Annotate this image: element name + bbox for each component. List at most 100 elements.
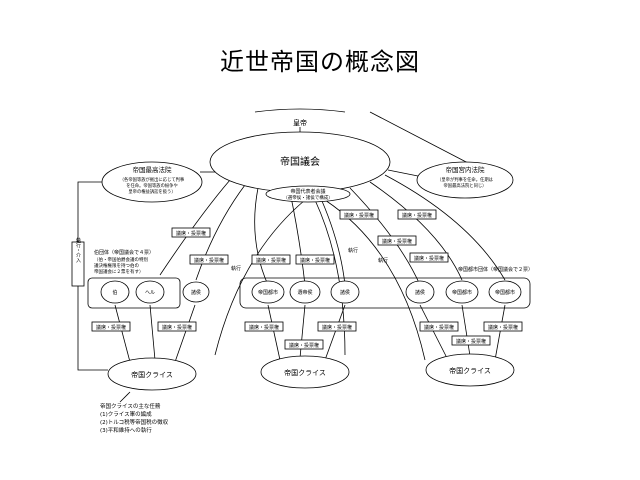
vote-label: 議席・投票権 <box>194 257 224 264</box>
aulic-council-note: （皇帝が判事を任命。任期は <box>437 176 494 183</box>
estate-to-circle-line <box>324 304 346 361</box>
reichstag-to-aulic-line <box>387 169 419 177</box>
estate-count-ellipse <box>100 280 130 304</box>
estate-label: 諸侯 <box>340 289 350 296</box>
reichstag-college-label: 帝国代表者会議 <box>290 188 325 195</box>
chamber-court-note: 皇帝の権益訴訟を扱う） <box>128 188 175 195</box>
vote-label: 議席・投票権 <box>382 238 412 245</box>
vote-label: 議席・投票権 <box>300 257 330 264</box>
count-group-note: （伯・帝国伯爵会議の特別 <box>94 256 148 263</box>
reichstag-college-note: （選帝侯・諸侯で構成） <box>283 194 333 201</box>
estate-to-circle-line <box>419 304 449 361</box>
vote-label: 議席・投票権 <box>176 230 206 237</box>
circle-right-label: 帝国クライス <box>449 366 491 375</box>
rt-to-city-right2-line <box>384 174 506 281</box>
chamber-court-note: を任命。帝国等族の紛争や <box>126 182 178 189</box>
estate-elector-ellipse <box>289 280 321 304</box>
circle-left-ellipse <box>107 357 197 391</box>
exec-label: 執行 <box>348 247 358 254</box>
city-group-note: 帝国都市団体（帝国議会で２票） <box>458 266 533 273</box>
estate-label: 諸侯 <box>191 289 201 296</box>
estate-lord-ellipse <box>135 280 165 304</box>
vote-label: 議席・投票権 <box>322 324 352 331</box>
diagram-title: 近世帝国の概念図 <box>220 48 420 76</box>
estate-label: 諸侯 <box>415 289 425 296</box>
edge-labels: 議席・投票権 議席・投票権 議席・投票権 議席・投票権 議席・投票権 議席・投票… <box>91 209 523 350</box>
rt-to-count-line <box>159 179 231 276</box>
tasks-heading: 帝国クライスの主な任務 <box>100 402 161 410</box>
estate-city-ellipse <box>251 280 285 304</box>
vote-label: 議席・投票権 <box>424 324 454 331</box>
vote-label-box <box>157 321 197 332</box>
rt-to-city-mid-line <box>254 187 269 286</box>
circle-left-label: 帝国クライス <box>131 370 173 379</box>
estate-city-ellipse <box>445 280 479 304</box>
emperor-arc <box>254 108 346 113</box>
vote-label: 議席・投票権 <box>402 212 432 219</box>
chamber-court-note: （各帝国等族が拠出に応じて判事 <box>120 176 185 183</box>
vote-label-box <box>189 254 229 265</box>
estate-to-circle-line <box>174 304 196 363</box>
exec-label: 執行 <box>378 257 388 264</box>
exec-intervene-box <box>71 241 85 287</box>
reichstag-label: 帝国議会 <box>280 155 320 168</box>
estate-prince-ellipse <box>182 281 210 303</box>
circle-tasks: 帝国クライスの主な任務 (1)クライス軍の編成 (2)トルコ税等帝国税の徴収 (… <box>100 402 169 434</box>
vote-label-box <box>317 321 357 332</box>
emperor-to-aulic-line <box>369 111 471 165</box>
estate-label: 帝国都市 <box>452 289 472 296</box>
estate-to-circle-line <box>149 304 156 361</box>
count-group-note: 伯団体（帝国議会で４票） <box>94 249 154 256</box>
vote-label-box <box>377 235 417 246</box>
estate-label: ヘル <box>145 290 155 296</box>
rt-to-prince-mid-line <box>317 191 346 286</box>
vote-label-box <box>171 227 211 238</box>
vote-label: 議席・投票権 <box>456 338 486 345</box>
tasks-item: (3)平和維持への執行 <box>100 426 152 434</box>
estate-city-ellipse <box>488 280 522 304</box>
vote-label: 議席・投票権 <box>488 324 518 331</box>
estate-to-circle-line <box>461 304 471 357</box>
exec-label: 執行 <box>231 265 241 272</box>
connector-lines <box>77 108 506 403</box>
vote-label-box <box>419 321 459 332</box>
council-exec-mid-line <box>314 199 346 356</box>
vote-label: 議席・投票権 <box>162 324 192 331</box>
aulic-council-label: 帝国宮内法院 <box>446 165 486 174</box>
chamber-court-label: 帝国最高法院 <box>133 165 173 174</box>
vote-label-box <box>251 254 291 265</box>
circle-right-ellipse <box>425 353 515 387</box>
rt-to-city-right1-line <box>369 181 463 281</box>
chamber-court-ellipse <box>101 161 203 203</box>
rt-to-elector-line <box>289 191 306 286</box>
reichstag-college-ellipse <box>265 185 351 203</box>
estate-to-circle-line <box>494 304 506 361</box>
estates-group-box <box>239 277 531 309</box>
exec-intervene-label: 執行・介入 <box>75 237 81 263</box>
vote-label: 議席・投票権 <box>256 257 286 264</box>
tasks-item: (1)クライス軍の編成 <box>100 410 152 418</box>
estate-label: 帝国都市 <box>258 289 278 296</box>
count-group-box <box>87 277 181 309</box>
council-exec-right-line <box>324 199 426 361</box>
vote-label: 議席・投票権 <box>96 324 126 331</box>
vote-label: 議席・投票権 <box>344 212 374 219</box>
vote-label: 議席・投票権 <box>289 342 319 349</box>
council-exec-left-line <box>214 199 306 356</box>
vote-label-box <box>91 321 131 332</box>
aulic-council-ellipse <box>416 161 514 199</box>
estate-to-circle-line <box>114 304 131 363</box>
vote-label-box <box>339 209 379 220</box>
rt-to-prince-left-line <box>195 184 246 281</box>
estate-prince-ellipse <box>330 280 360 304</box>
vote-label-box <box>483 321 523 332</box>
vote-label-box <box>284 339 324 350</box>
estate-label: 帝国都市 <box>495 289 515 296</box>
count-group-note: 帝国議会に２票を有す） <box>94 268 144 275</box>
circle-mid-label: 帝国クライス <box>284 368 326 377</box>
estate-to-circle-line <box>299 304 306 359</box>
vote-label-box <box>244 321 284 332</box>
estate-prince-ellipse <box>405 280 435 304</box>
count-group-note: 議決権権限を持つ伯の <box>94 262 139 269</box>
